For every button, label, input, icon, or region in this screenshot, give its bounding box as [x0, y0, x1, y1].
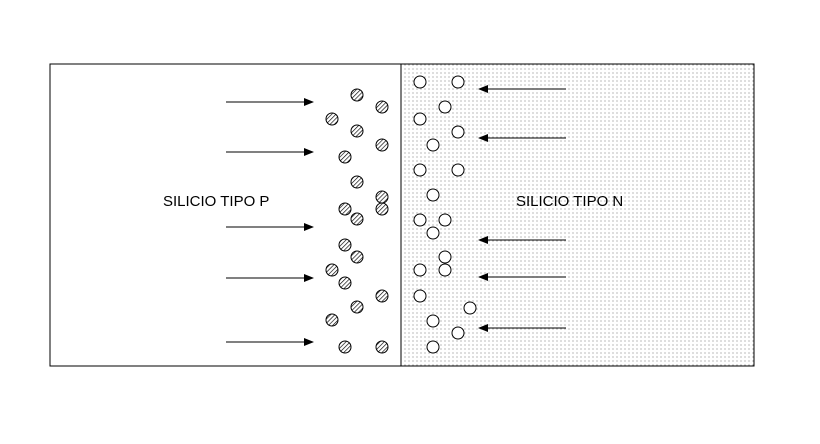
donor-ion	[426, 226, 440, 240]
donor-ion	[438, 263, 452, 277]
arrows-p-side	[226, 98, 314, 346]
acceptor-ion	[375, 138, 389, 152]
acceptor-ion	[375, 100, 389, 114]
acceptor-ion	[350, 212, 364, 226]
donor-ion	[451, 125, 465, 139]
acceptor-ion	[350, 88, 364, 102]
acceptor-ion	[338, 276, 352, 290]
donor-ion	[438, 250, 452, 264]
donor-ion	[463, 301, 477, 315]
donor-ion	[413, 75, 427, 89]
acceptor-ion	[350, 175, 364, 189]
donor-ion	[451, 163, 465, 177]
donor-ion	[438, 100, 452, 114]
donor-ion	[426, 314, 440, 328]
acceptor-ion	[338, 238, 352, 252]
acceptor-ion	[350, 300, 364, 314]
acceptor-ion	[375, 202, 389, 216]
n-type-region	[400, 63, 755, 367]
donor-ion	[438, 213, 452, 227]
acceptor-ion	[350, 124, 364, 138]
acceptor-ion	[325, 263, 339, 277]
donor-ion	[426, 340, 440, 354]
donor-ion	[413, 213, 427, 227]
acceptor-ion	[338, 340, 352, 354]
acceptor-ion	[338, 202, 352, 216]
n-region-label: SILICIO TIPO N	[516, 193, 623, 210]
acceptor-ion	[375, 190, 389, 204]
acceptor-ion	[350, 250, 364, 264]
donor-ion	[413, 263, 427, 277]
p-type-region	[49, 63, 402, 367]
acceptor-ion	[338, 150, 352, 164]
donor-ion	[426, 188, 440, 202]
acceptor-ions	[325, 88, 389, 354]
donor-ion	[413, 163, 427, 177]
donor-ions	[413, 75, 477, 354]
donor-ion	[426, 138, 440, 152]
donor-ion	[451, 75, 465, 89]
p-region-label: SILICIO TIPO P	[163, 193, 269, 210]
acceptor-ion	[375, 340, 389, 354]
donor-ion	[413, 289, 427, 303]
donor-ion	[413, 112, 427, 126]
acceptor-ion	[375, 289, 389, 303]
acceptor-ion	[325, 313, 339, 327]
acceptor-ion	[325, 112, 339, 126]
arrows-n-side	[478, 85, 566, 332]
donor-ion	[451, 326, 465, 340]
